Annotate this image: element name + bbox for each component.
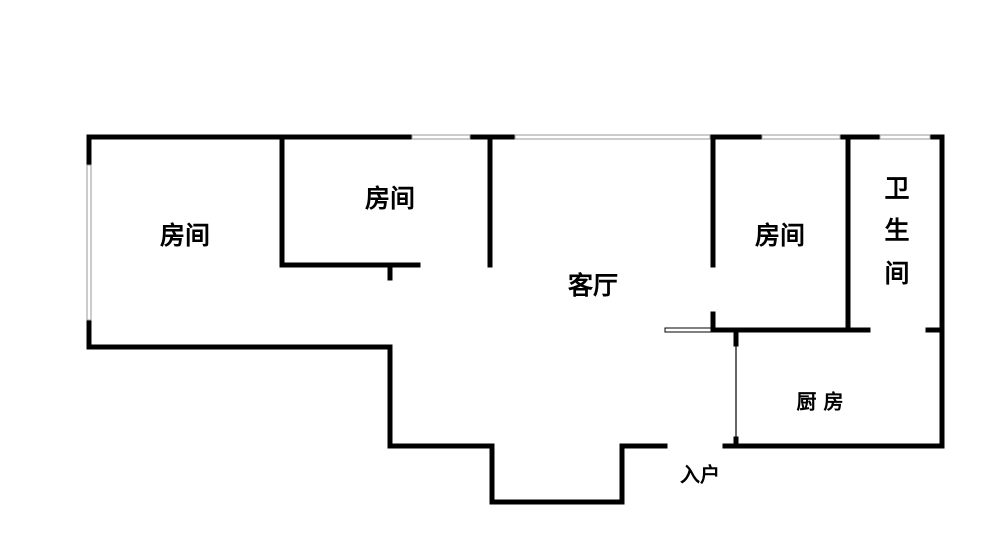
- label-bedroom-right: 房间: [755, 221, 805, 250]
- label-bedroom-middle: 房间: [365, 184, 415, 213]
- label-kitchen: 厨 房: [797, 390, 844, 414]
- label-bathroom-2: 生: [884, 216, 909, 245]
- room-labels: 房间 房间 客厅 房间 卫 生 间 厨 房 入户: [160, 174, 910, 487]
- label-bathroom-3: 间: [884, 259, 909, 288]
- doors: [664, 327, 737, 439]
- sliding-door: [664, 327, 712, 333]
- label-entrance: 入户: [680, 463, 720, 487]
- label-living-room: 客厅: [568, 271, 618, 300]
- label-bathroom-1: 卫: [884, 174, 909, 203]
- walls: [86, 134, 945, 505]
- label-bedroom-left: 房间: [160, 221, 210, 250]
- windows: [86, 134, 931, 321]
